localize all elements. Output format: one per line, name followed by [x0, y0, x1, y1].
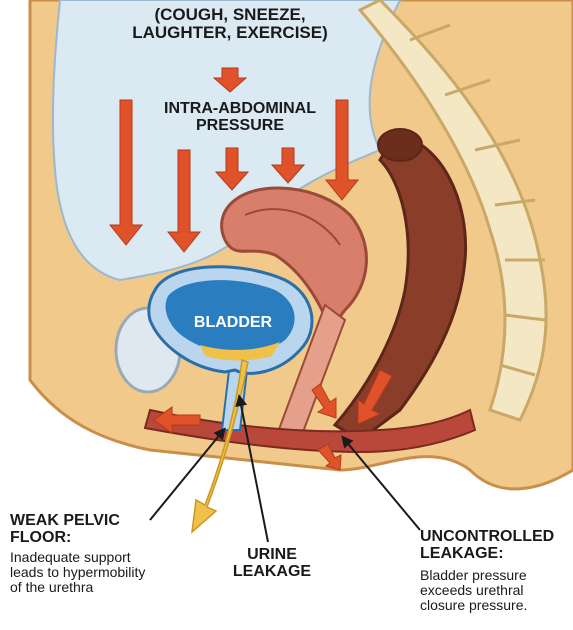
trigger-label: (COUGH, SNEEZE, LAUGHTER, EXERCISE) — [100, 6, 360, 43]
pressure-label: INTRA-ABDOMINAL PRESSURE — [140, 100, 340, 135]
uncontrolled-leakage-description: Bladder pressure exceeds urethral closur… — [420, 568, 573, 613]
pelvic-floor-description: Inadequate support leads to hypermobilit… — [10, 550, 210, 595]
bladder-label: BLADDER — [188, 314, 278, 331]
pelvic-floor-title: WEAK PELVIC FLOOR: — [10, 512, 210, 547]
uncontrolled-leakage-title: UNCONTROLLED LEAKAGE: — [420, 528, 573, 563]
urine-leakage-label: URINE LEAKAGE — [222, 546, 322, 581]
